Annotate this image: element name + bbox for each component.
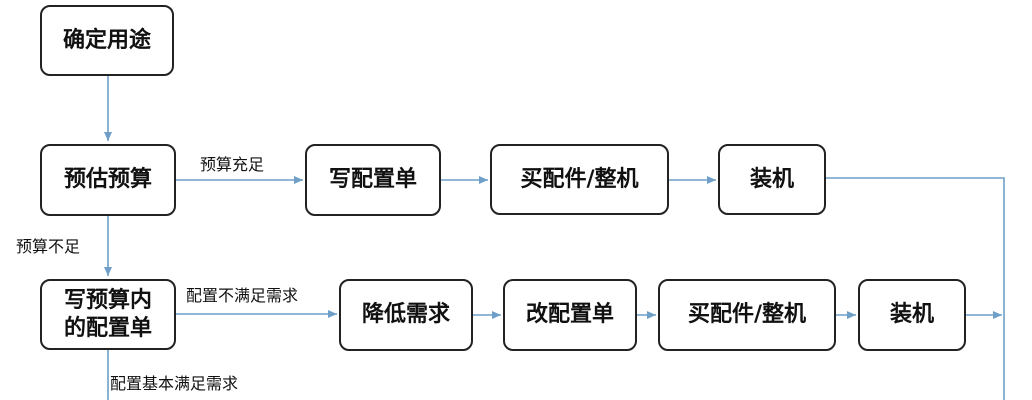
- node-assemble-1: 装机: [718, 144, 826, 215]
- node-estimate-budget: 预估预算: [40, 144, 176, 216]
- node-buy-parts-2: 买配件/整机: [658, 279, 836, 351]
- node-write-budget-config: 写预算内 的配置单: [40, 279, 176, 350]
- node-lower-demand: 降低需求: [339, 279, 473, 351]
- label-budget-insufficient: 预算不足: [16, 237, 81, 256]
- label-config-not-meet: 配置不满足需求: [186, 286, 299, 305]
- label-config-basically-meet: 配置基本满足需求: [110, 374, 239, 393]
- node-assemble-2: 装机: [858, 279, 966, 351]
- node-write-config: 写配置单: [305, 144, 441, 216]
- node-buy-parts-1: 买配件/整机: [490, 144, 669, 215]
- arrow-assemble1-to-right-line: [826, 177, 1005, 400]
- label-budget-sufficient: 预算充足: [200, 155, 265, 174]
- node-revise-config: 改配置单: [503, 279, 637, 351]
- node-determine-use: 确定用途: [40, 5, 174, 76]
- node-write-budget-config-line1: 写预算内: [63, 288, 152, 313]
- node-write-budget-config-line2: 的配置单: [63, 315, 152, 341]
